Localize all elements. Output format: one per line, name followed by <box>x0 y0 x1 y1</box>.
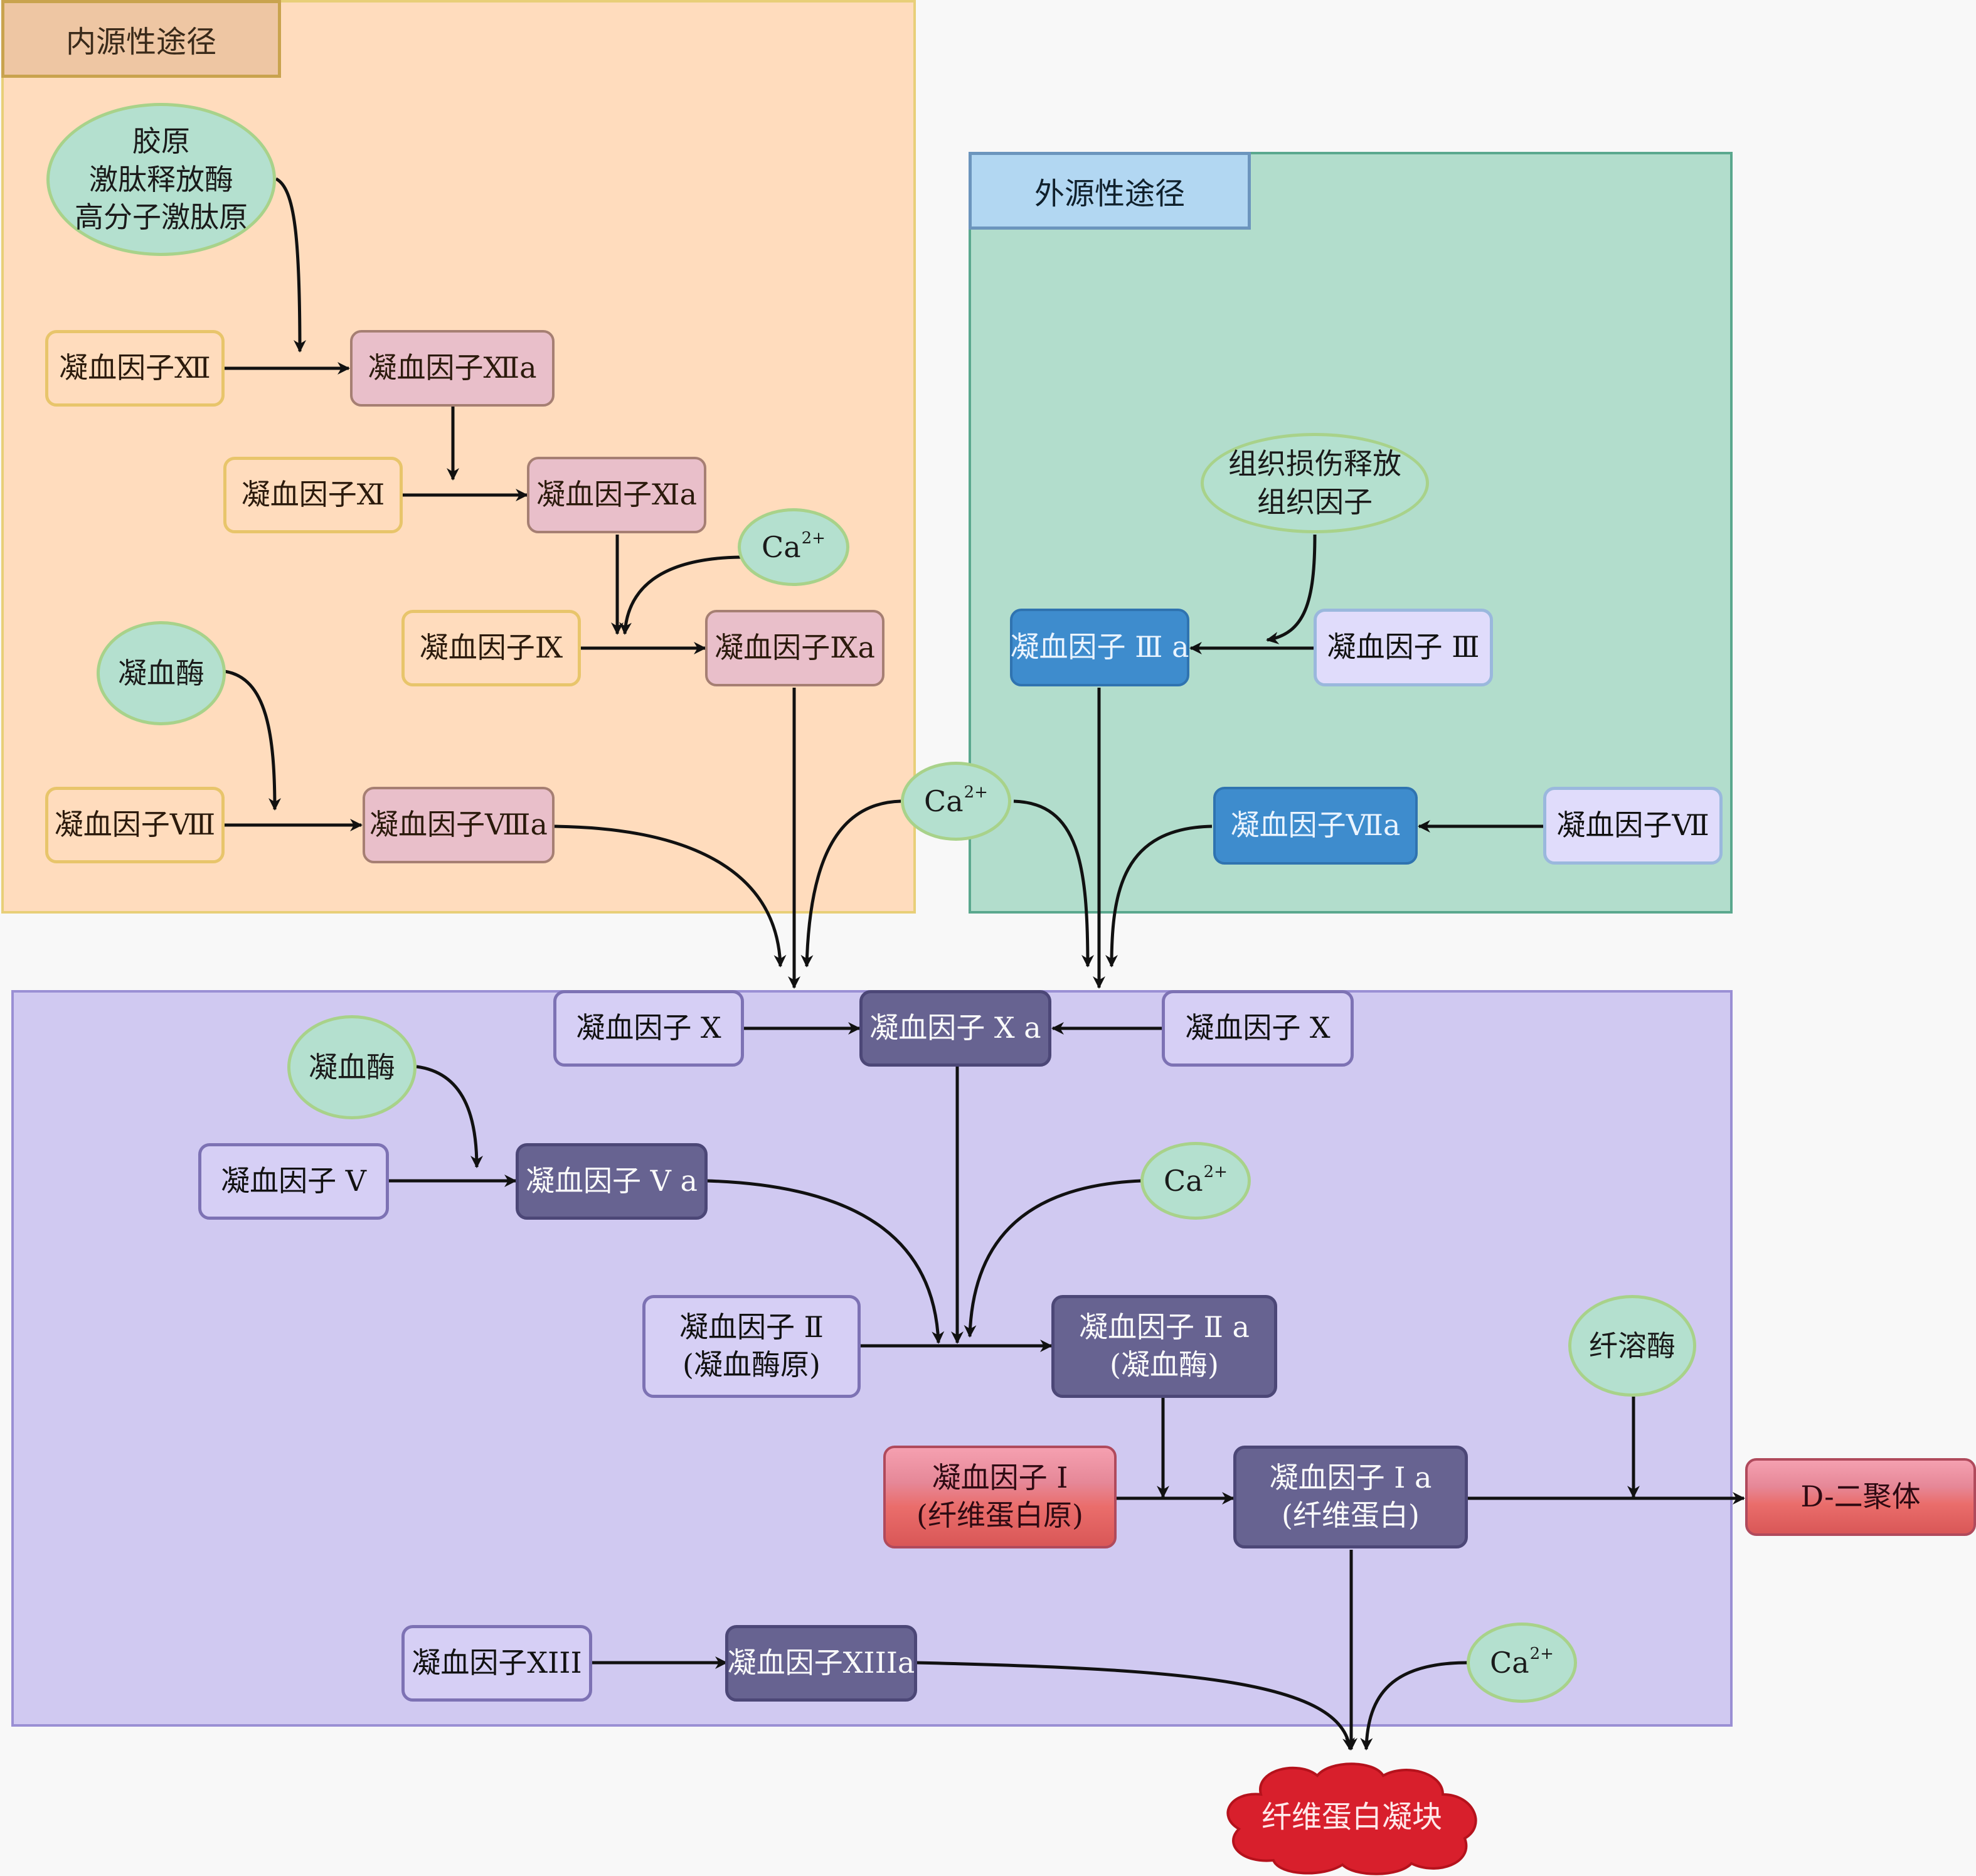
node-factor-2: 凝血因子 Ⅱ(凝血酶原) <box>642 1295 861 1398</box>
activator-collagen: 胶原 <box>132 124 190 158</box>
node-factor-10-left: 凝血因子 X <box>553 990 744 1067</box>
node-factor-13: 凝血因子XIII <box>401 1625 592 1702</box>
node-factor-5: 凝血因子 V <box>198 1143 389 1220</box>
intrinsic-pathway-title: 内源性途径 <box>1 0 281 78</box>
calcium-ellipse-intrinsic: Ca2+ <box>738 508 849 586</box>
node-factor-1a: 凝血因子 Ⅰ a(纤维蛋白) <box>1233 1446 1468 1548</box>
calcium-ellipse-common-1: Ca2+ <box>1140 1142 1251 1220</box>
node-factor-9a: 凝血因子Ⅸa <box>705 610 884 686</box>
node-factor-10-right: 凝血因子 X <box>1162 990 1354 1067</box>
activator-hmwk: 高分子激肽原 <box>75 200 248 235</box>
node-factor-3: 凝血因子 Ⅲ <box>1314 609 1493 686</box>
node-factor-13a: 凝血因子XIIIa <box>725 1625 917 1702</box>
node-factor-11a: 凝血因子Ⅺa <box>527 457 706 533</box>
node-factor-7a: 凝血因子Ⅶa <box>1213 787 1418 865</box>
activator-kallikrein: 激肽释放酶 <box>89 162 233 196</box>
node-factor-1: 凝血因子 Ⅰ(纤维蛋白原) <box>883 1446 1117 1548</box>
node-factor-12a: 凝血因子Ⅻa <box>350 330 555 407</box>
thrombin-ellipse-intrinsic: 凝血酶 <box>97 621 226 725</box>
tissue-factor-release-ellipse: 组织损伤释放 组织因子 <box>1201 433 1429 533</box>
common-pathway-region <box>11 990 1733 1727</box>
node-factor-8: 凝血因子Ⅷ <box>45 787 225 863</box>
calcium-ellipse-common-2: Ca2+ <box>1467 1623 1577 1703</box>
thrombin-ellipse-common: 凝血酶 <box>287 1015 417 1119</box>
node-factor-11: 凝血因子Ⅺ <box>223 457 403 533</box>
extrinsic-pathway-title: 外源性途径 <box>969 152 1251 230</box>
extrinsic-pathway-region <box>969 152 1733 914</box>
node-factor-2a: 凝血因子 Ⅱ a(凝血酶) <box>1051 1295 1277 1398</box>
node-factor-5a: 凝血因子 V a <box>516 1143 708 1220</box>
calcium-ellipse-junction: Ca2+ <box>901 762 1011 841</box>
fibrin-clot-cloud-icon <box>1226 1762 1477 1875</box>
node-factor-7: 凝血因子Ⅶ <box>1543 787 1723 865</box>
node-factor-10a: 凝血因子 X a <box>859 990 1051 1067</box>
node-factor-8a: 凝血因子Ⅷa <box>363 787 555 863</box>
plasmin-ellipse: 纤溶酶 <box>1568 1295 1696 1397</box>
fibrin-clot-label: 纤维蛋白凝块 <box>1261 1799 1442 1835</box>
activators-ellipse: 胶原 激肽释放酶 高分子激肽原 <box>46 103 276 256</box>
node-factor-3a: 凝血因子 Ⅲ a <box>1010 609 1189 686</box>
node-factor-9: 凝血因子Ⅸ <box>401 610 581 686</box>
node-d-dimer: D-二聚体 <box>1745 1458 1976 1536</box>
node-factor-12: 凝血因子Ⅻ <box>45 330 225 407</box>
